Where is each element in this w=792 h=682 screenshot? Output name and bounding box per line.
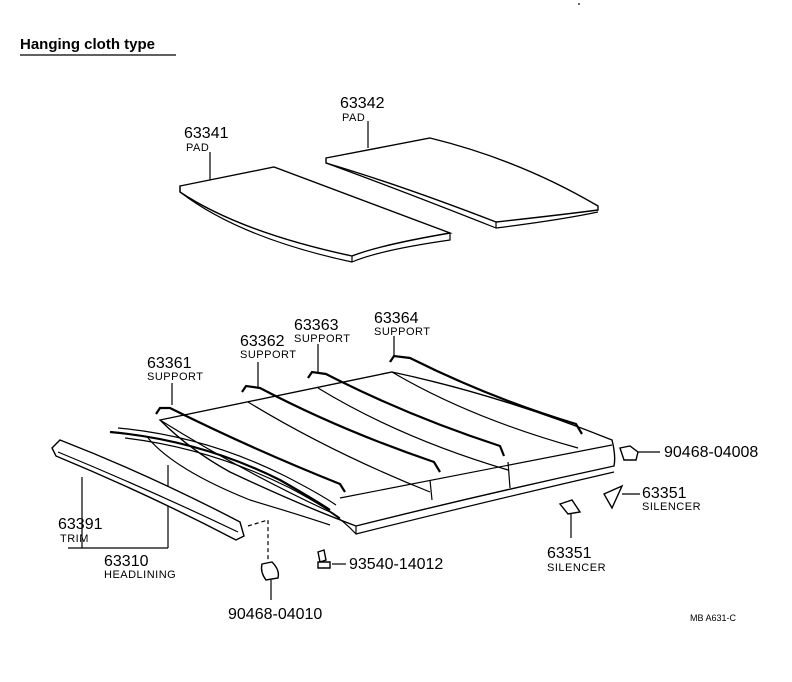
part-number-63362: 63362 bbox=[240, 333, 285, 350]
part-name-63364: SUPPORT bbox=[374, 326, 430, 338]
part-name-63362: SUPPORT bbox=[240, 349, 296, 361]
pad-63341 bbox=[179, 152, 453, 263]
diagram-title: Hanging cloth type bbox=[20, 36, 155, 53]
part-name-63351-right: SILENCER bbox=[642, 501, 701, 513]
part-number-63342: 63342 bbox=[340, 95, 385, 112]
clip-90468-04008 bbox=[619, 445, 660, 461]
part-name-63342: PAD bbox=[342, 112, 365, 124]
part-number-63351-right: 63351 bbox=[642, 485, 687, 502]
support-63361 bbox=[155, 383, 346, 493]
part-number-90468-04010: 90468-04010 bbox=[228, 606, 322, 623]
trim-63391 bbox=[51, 439, 245, 541]
silencer-63351-right bbox=[603, 484, 640, 510]
part-name-63391: TRIM bbox=[60, 533, 89, 545]
part-name-63361: SUPPORT bbox=[147, 371, 203, 383]
part-name-63363: SUPPORT bbox=[294, 333, 350, 345]
part-number-90468-04008: 90468-04008 bbox=[664, 444, 758, 461]
drawing-code: MB A631-C bbox=[690, 613, 737, 623]
part-number-63363: 63363 bbox=[294, 317, 339, 334]
support-63363 bbox=[307, 344, 506, 457]
support-63362 bbox=[241, 362, 441, 473]
headlining-63310 bbox=[68, 371, 616, 549]
part-name-63341: PAD bbox=[186, 142, 209, 154]
pad-63342 bbox=[325, 121, 599, 229]
part-number-63391: 63391 bbox=[58, 516, 103, 533]
support-63364 bbox=[389, 336, 583, 435]
part-number-63364: 63364 bbox=[374, 310, 419, 327]
part-number-63341: 63341 bbox=[184, 125, 229, 142]
silencer-63351-bottom bbox=[558, 499, 582, 538]
part-number-63310: 63310 bbox=[104, 553, 149, 570]
part-number-63351-bottom: 63351 bbox=[547, 545, 592, 562]
clip-90468-04010 bbox=[247, 519, 280, 600]
part-name-63351-bottom: SILENCER bbox=[547, 562, 606, 574]
part-number-63361: 63361 bbox=[147, 355, 192, 372]
part-name-63310: HEADLINING bbox=[104, 569, 176, 581]
part-number-93540-14012: 93540-14012 bbox=[349, 556, 443, 573]
screw-93540-14012 bbox=[317, 549, 346, 569]
